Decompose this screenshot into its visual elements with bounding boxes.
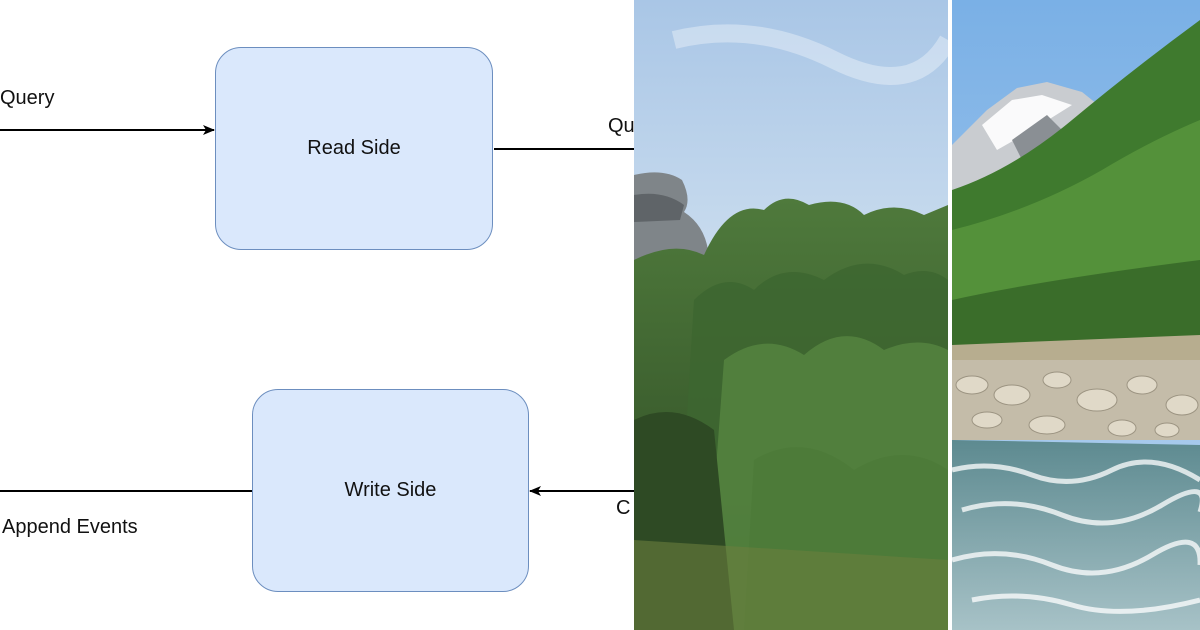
architecture-diagram: Read Side Write Side Query Qu Append Eve… bbox=[0, 47, 634, 592]
photo-divider bbox=[948, 0, 952, 630]
read-side-label: Read Side bbox=[307, 137, 401, 159]
append-events-label: Append Events bbox=[2, 516, 138, 538]
write-side-box: Write Side bbox=[252, 389, 529, 592]
pine-trees-photo bbox=[634, 0, 948, 630]
query-out-label: Qu bbox=[608, 115, 634, 137]
diagram-connectors bbox=[0, 125, 634, 496]
mountain-river-photo bbox=[952, 0, 1200, 630]
write-side-label: Write Side bbox=[344, 479, 437, 501]
query-in-label: Query bbox=[0, 87, 55, 109]
command-in-label: C bbox=[616, 497, 631, 519]
read-side-box: Read Side bbox=[215, 47, 493, 250]
